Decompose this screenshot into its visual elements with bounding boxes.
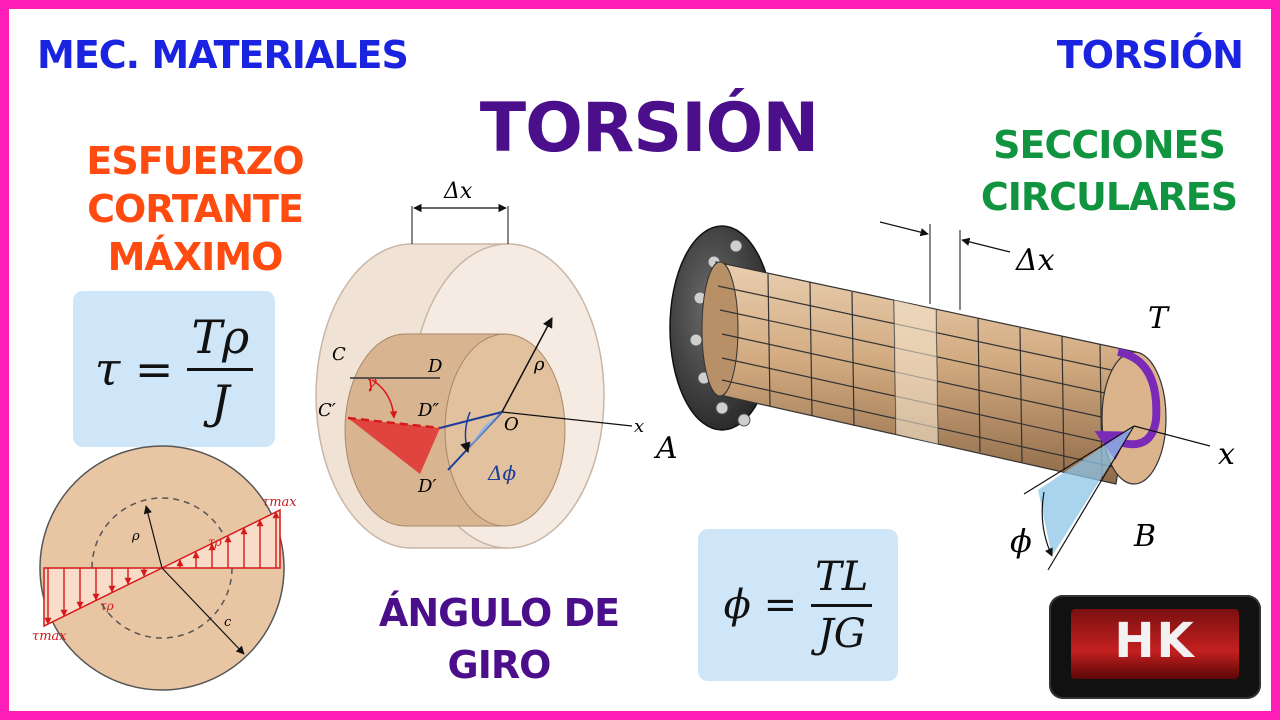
tau-max-bottom-label: τmax	[32, 629, 67, 644]
circular-heading-line-2: CIRCULARES	[980, 175, 1238, 219]
c-vector	[161, 567, 245, 655]
shear-stress-distribution-diagram: ρ c τmax τmax τρ τρ	[32, 445, 297, 691]
topic-title: TORSIÓN	[1056, 33, 1244, 77]
shaft-x-axis	[1133, 425, 1211, 447]
label-c: C	[332, 344, 346, 365]
phi-label: ϕ	[1010, 522, 1032, 560]
inner-core-front	[444, 333, 566, 527]
angle-formula-denominator: JG	[817, 610, 866, 657]
angle-heading-line-2: GIRO	[447, 643, 552, 687]
circular-heading-line-1: SECCIONES	[993, 123, 1226, 167]
shear-stress-formula: τ = Tρ J	[73, 291, 275, 447]
twist-angle-wedge	[466, 412, 502, 452]
line-c-d-double-prime	[347, 416, 441, 430]
angle-of-twist-heading: ÁNGULO DE GIRO	[339, 587, 659, 691]
shear-formula-numerator: Tρ	[187, 310, 254, 371]
shear-stress-heading: ESFUERZO CORTANTE MÁXIMO	[45, 137, 345, 281]
shear-strain-wedge	[348, 418, 440, 474]
shaft-dx-label: Δx	[1015, 243, 1055, 278]
shear-heading-line-3: MÁXIMO	[107, 235, 284, 279]
stress-triangle-left	[43, 567, 163, 628]
stress-triangle-right	[161, 508, 281, 569]
angle-of-twist-formula: ϕ = TL JG	[698, 529, 898, 681]
shear-formula-denominator: J	[211, 374, 230, 429]
shear-heading-line-2: CORTANTE	[87, 187, 304, 231]
delta-phi-label: Δϕ	[487, 461, 516, 485]
highlighted-element	[894, 300, 938, 444]
angle-formula-numerator: TL	[811, 554, 873, 607]
shaft-diagram: Δx T A B x ϕ	[653, 221, 1235, 571]
angle-formula-fraction: TL JG	[811, 554, 873, 657]
tau-rho-bottom-label: τρ	[100, 599, 114, 613]
circular-sections-heading: SECCIONES CIRCULARES	[959, 119, 1259, 223]
shear-heading-line-1: ESFUERZO	[86, 139, 304, 183]
end-b-label: B	[1133, 519, 1156, 554]
cylinder-x-label: x	[634, 416, 644, 437]
cylinder-rho-vector	[501, 317, 553, 413]
phi-arc	[1041, 491, 1053, 557]
cylinder-dx-label: Δx	[443, 179, 473, 204]
label-o: O	[504, 414, 519, 435]
tau-max-top-label: τmax	[262, 495, 297, 510]
angle-heading-line-1: ÁNGULO DE	[378, 591, 620, 635]
torque-label: T	[1148, 301, 1170, 336]
cylinder-element-diagram: Δx C D C′ D″ D′ O x ρ γ Δϕ	[315, 179, 644, 549]
stress-rho-label: ρ	[131, 529, 140, 544]
end-a-label: A	[653, 431, 678, 466]
gamma-arc	[371, 379, 398, 419]
twist-angle-region	[1038, 426, 1134, 556]
illustrations: ρ c τmax τmax τρ τρ	[32, 179, 1235, 691]
course-title: MEC. MATERIALES	[37, 33, 409, 77]
angle-formula-lhs: ϕ =	[723, 582, 798, 628]
label-d: D	[427, 356, 443, 377]
stress-arrows	[44, 511, 280, 625]
torque-arrow	[1094, 348, 1161, 461]
label-d-prime: D′	[417, 476, 437, 497]
channel-logo: HK	[1049, 595, 1261, 699]
cylinder-x-axis	[501, 411, 633, 427]
tau-rho-top-label: τρ	[208, 535, 222, 549]
shaft-x-label: x	[1218, 437, 1235, 472]
shear-formula-fraction: Tρ J	[187, 310, 254, 429]
label-d-double-prime: D″	[417, 400, 439, 421]
stress-c-label: c	[224, 615, 232, 630]
radius-to-d-double-prime	[439, 411, 503, 429]
delta-phi-arc	[460, 411, 471, 454]
label-c-prime: C′	[318, 400, 336, 421]
rho-vector	[143, 505, 163, 569]
logo-text: HK	[1114, 613, 1196, 669]
gamma-label: γ	[366, 372, 377, 393]
main-title: TORSIÓN	[479, 89, 820, 168]
shear-formula-lhs: τ =	[94, 342, 174, 396]
flange-bolts	[689, 239, 751, 427]
cylinder-rho-label: ρ	[533, 354, 545, 375]
